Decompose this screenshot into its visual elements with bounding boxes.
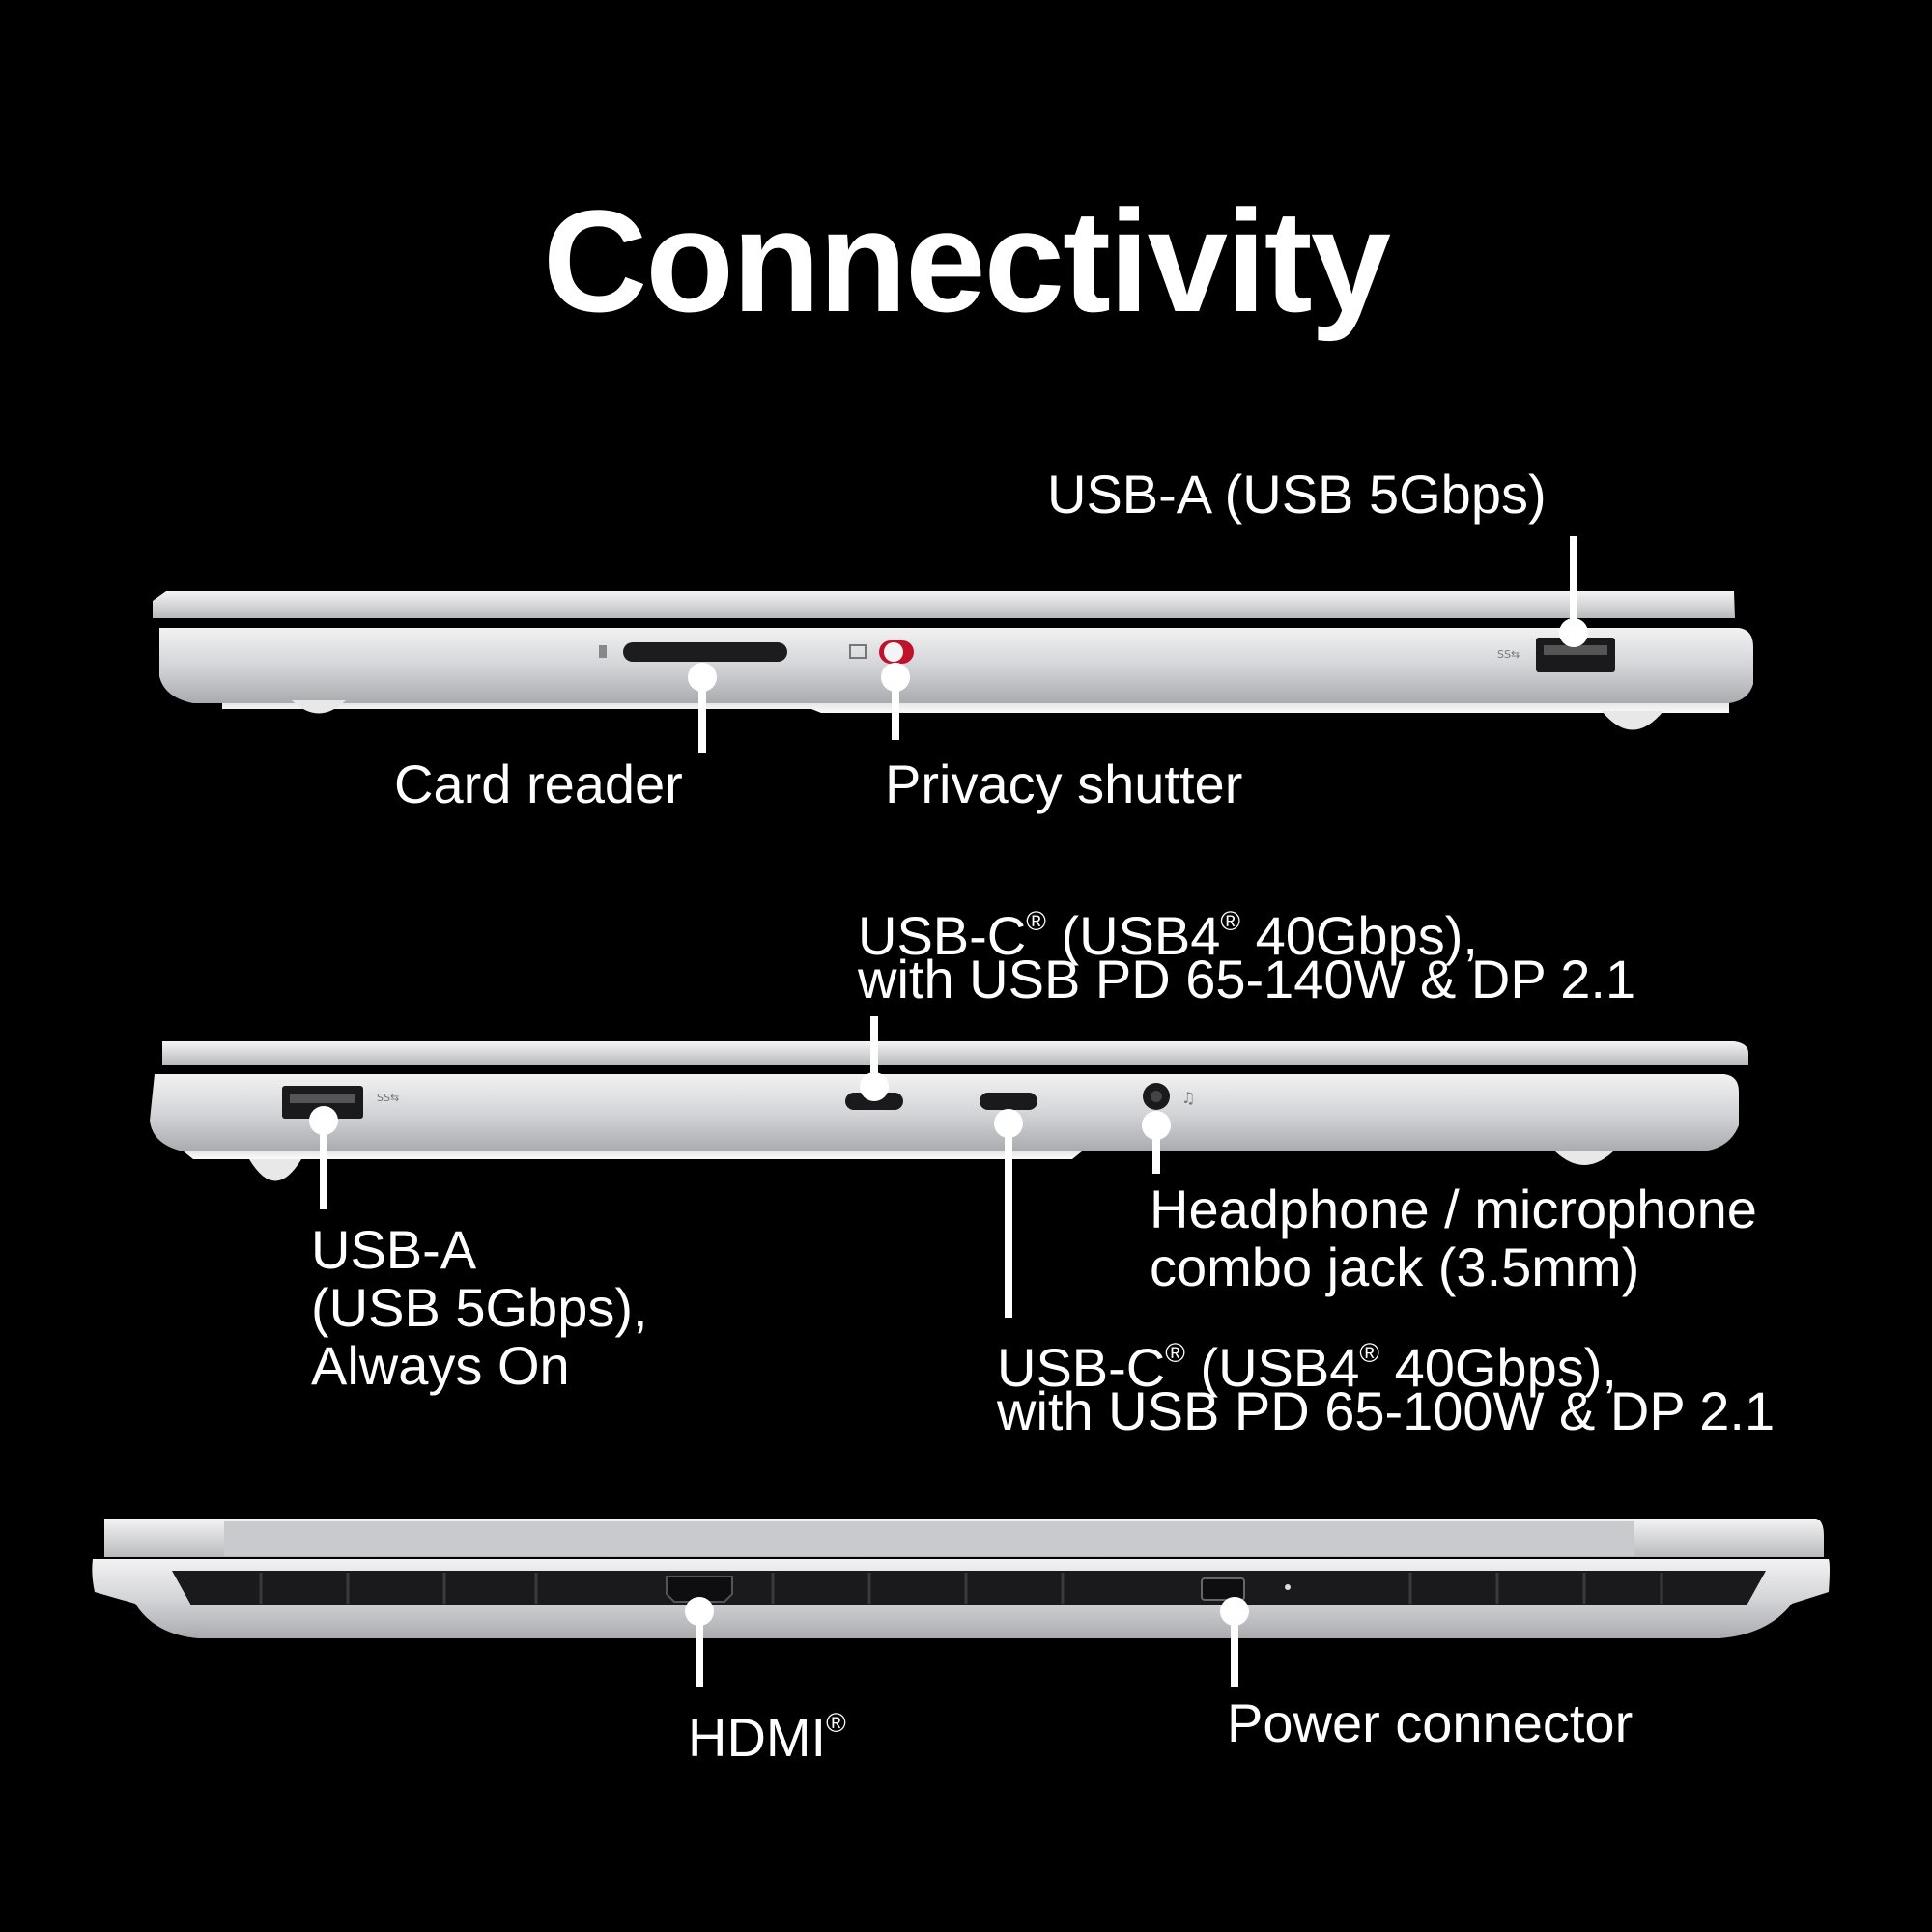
- headphone-label-line1: Headphone / microphone: [1150, 1179, 1757, 1239]
- usb-c-100w-leader-line: [1005, 1122, 1012, 1318]
- usb-a-always-on-label-line2: (USB 5Gbps),: [311, 1277, 648, 1338]
- usb-a-leader-line: [1570, 536, 1577, 633]
- usb-a-label: USB-A (USB 5Gbps): [1047, 464, 1547, 525]
- usb-c-140w-label-line1: USB-C® (USB4® 40Gbps),: [858, 905, 1478, 967]
- power-connector-label: Power connector: [1227, 1692, 1634, 1753]
- usb-c-140w-leader-line: [870, 1016, 878, 1080]
- usb-c-100w-label-line1: USB-C® (USB4® 40Gbps),: [997, 1337, 1617, 1399]
- usb-c-140w-leader-dot: [860, 1072, 889, 1101]
- card-reader-leader-line: [698, 676, 706, 753]
- usb-c-140w-label-line2: with USB PD 65-140W & DP 2.1: [858, 949, 1636, 1009]
- page-title: Connectivity: [542, 180, 1391, 342]
- power-connector-icon: [1201, 1577, 1245, 1601]
- hdmi-port-icon: [666, 1576, 733, 1603]
- svg-text:SS⇆: SS⇆: [1497, 648, 1520, 661]
- usb-c-port-icon: [845, 1093, 903, 1110]
- usb-a-always-on-leader-line: [320, 1121, 327, 1209]
- svg-text:SS⇆: SS⇆: [377, 1092, 399, 1104]
- usb-a-always-on-label-line1: USB-A: [311, 1219, 477, 1280]
- foot-icon: [292, 700, 346, 714]
- usb-c-port-icon: [980, 1093, 1037, 1110]
- headphone-leader-line: [1152, 1125, 1160, 1174]
- hdmi-label: HDMI®: [688, 1707, 846, 1769]
- privacy-shutter-label: Privacy shutter: [885, 753, 1243, 814]
- usb-a-always-on-label-line3: Always On: [311, 1335, 570, 1396]
- headphone-label-line2: combo jack (3.5mm): [1150, 1236, 1640, 1297]
- hdmi-leader-line: [696, 1611, 703, 1687]
- card-reader-slot-icon: [623, 642, 787, 662]
- usb-a-leader-dot: [1559, 618, 1588, 647]
- card-reader-label: Card reader: [394, 753, 683, 814]
- privacy-shutter-leader-line: [892, 676, 899, 740]
- power-connector-leader-line: [1231, 1611, 1238, 1687]
- svg-text:♫: ♫: [1181, 1089, 1195, 1107]
- vent-grille-icon: [172, 1571, 1766, 1605]
- usb-c-100w-label-line2: with USB PD 65-100W & DP 2.1: [997, 1380, 1776, 1441]
